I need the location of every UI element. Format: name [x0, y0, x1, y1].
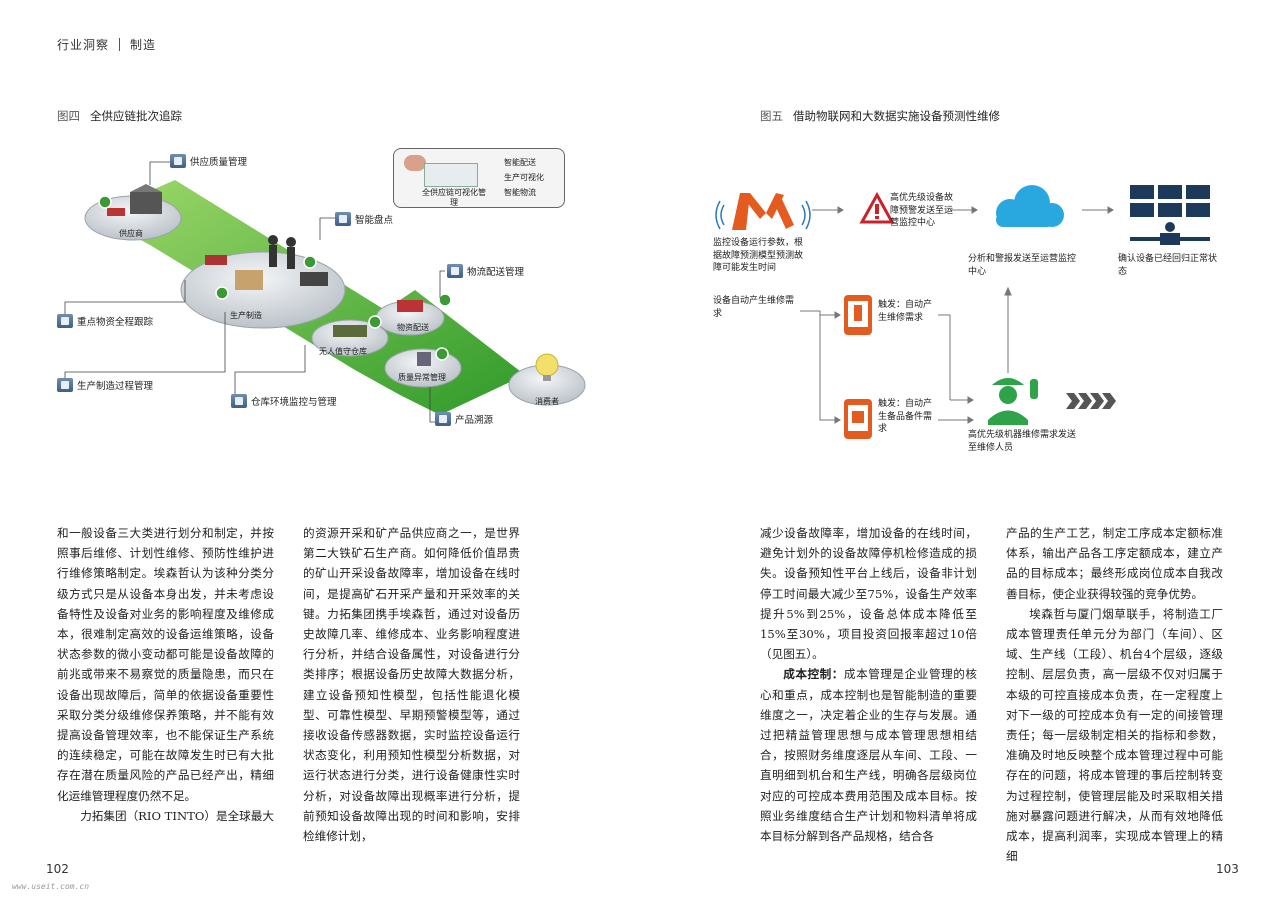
text-column-3: 减少设备故障率，增加设备的在线时间，避免计划外的设备故障停机检修造成的损失。设备…	[760, 523, 977, 846]
legend-item-3: 智能物流	[504, 188, 536, 197]
label-warehouse-env: 仓库环境监控与管理	[231, 394, 337, 408]
paragraph: 产品的生产工艺，制定工序成本定额标准体系，输出产品各工序定额成本，建立产品的目标…	[1006, 526, 1223, 601]
label-process-mgmt: 生产制造过程管理	[57, 378, 153, 392]
check-badge-icon	[98, 195, 112, 209]
monitoring-center-icon	[1130, 185, 1210, 245]
figure4-caption: 全供应链批次追踪	[90, 109, 182, 123]
page-header: 行业洞察 制造	[57, 36, 156, 53]
page-number-right: 103	[1216, 862, 1239, 876]
figure5-diagram: 监控设备运行参数，根据故障预测模型预测故障可能发生时间 设备自动产生维修需求 高…	[710, 175, 1230, 465]
supply-chain-illustration	[64, 161, 586, 423]
page-number-left: 102	[46, 862, 69, 876]
paragraph: 减少设备故障率，增加设备的在线时间，避免计划外的设备故障停机检修造成的损失。设备…	[760, 526, 977, 662]
text-analysis-sent: 分析和警报发送至运营监控中心	[968, 254, 1077, 277]
header-divider	[119, 38, 121, 51]
legend-caption: 全供应链可视化管理	[422, 188, 486, 207]
paragraph: 埃森哲与厦门烟草联手，将制造工厂成本管理责任单元分为部门（车间）、区域、生产线（…	[1006, 606, 1223, 864]
feed-icon	[170, 154, 186, 168]
header-category: 制造	[130, 38, 157, 52]
text-priority-alert: 高优先级设备故障预警发送至运营监控中心	[890, 193, 954, 228]
text-column-1: 和一般设备三大类进行划分和制定，并按照事后维修、计划性维修、预防性维护进行维修策…	[57, 523, 274, 826]
wireless-icon	[715, 200, 811, 230]
paragraph: 的资源开采和矿产品供应商之一，是世界第二大铁矿石生产商。如何降低价值昂贵的矿山开…	[303, 526, 520, 844]
warehouse-disk	[311, 319, 389, 357]
label-quality-exception: 质量异常管理	[398, 373, 446, 382]
label-consumer: 消费者	[535, 397, 559, 406]
maintenance-worker-icon	[988, 378, 1038, 425]
watermark: www.useit.com.cn	[12, 882, 90, 891]
feed-icon	[447, 264, 463, 278]
feed-icon	[57, 378, 73, 392]
light-bulb-icon	[535, 353, 559, 377]
label-delivery: 物资配送	[397, 323, 429, 332]
factory-building	[130, 192, 162, 214]
dashboard-icon	[424, 163, 478, 187]
tablet-spare-parts-icon	[844, 399, 872, 439]
text-confirm-normal: 确认设备已经回归正常状态	[1118, 254, 1218, 277]
feed-icon	[231, 394, 247, 408]
brain-icon	[404, 155, 426, 171]
figure5-caption: 借助物联网和大数据实施设备预测性维修	[793, 109, 1000, 123]
label-production: 生产制造	[230, 311, 262, 320]
label-smart-inventory: 智能盘点	[335, 212, 393, 226]
tablet-repair-icon	[844, 295, 872, 335]
label-key-material: 重点物资全程跟踪	[57, 314, 153, 328]
label-logistics-mgmt: 物流配送管理	[447, 264, 524, 278]
label-unmanned-warehouse: 无人值守仓库	[319, 347, 367, 356]
legend-item-1: 智能配送	[504, 158, 536, 167]
legend-box: 全供应链可视化管理 智能配送 生产可视化 智能物流	[393, 148, 565, 208]
feed-icon	[57, 314, 73, 328]
figure4-title: 图四全供应链批次追踪	[57, 108, 182, 124]
figure4-number: 图四	[57, 109, 80, 123]
container	[333, 325, 367, 337]
paragraph: 和一般设备三大类进行划分和制定，并按照事后维修、计划性维修、预防性维护进行维修策…	[57, 526, 274, 803]
text-column-2: 的资源开采和矿产品供应商之一，是世界第二大铁矿石生产商。如何降低价值昂贵的矿山开…	[303, 523, 520, 846]
feed-icon	[435, 412, 451, 426]
paragraph: 力拓集团（RIO TINTO）是全球最大	[80, 808, 274, 823]
chevron-arrows-icon	[1066, 393, 1116, 409]
text-trigger-spare-parts: 触发：自动产生备品备件需求	[878, 399, 933, 434]
text-trigger-repair: 触发：自动产生维修需求	[878, 300, 933, 323]
supplier-truck	[107, 208, 125, 216]
figure4-diagram: 全供应链可视化管理 智能配送 生产可视化 智能物流 供应质量管理 供应商 智能盘…	[55, 140, 615, 440]
robot-arm-icon	[732, 193, 794, 230]
maintenance-flow-illustration	[715, 185, 1210, 439]
header-section: 行业洞察	[57, 38, 110, 52]
delivery-truck	[397, 300, 423, 312]
text-monitor-params: 监控设备运行参数，根据故障预测模型预测故障可能发生时间	[713, 238, 804, 273]
label-supplier: 供应商	[119, 229, 143, 238]
legend-item-2: 生产可视化	[504, 173, 544, 182]
boxes	[235, 270, 263, 290]
bold-lead: 成本控制：	[783, 667, 844, 682]
text-auto-demand: 设备自动产生维修需求	[713, 296, 795, 319]
figure5-title: 图五借助物联网和大数据实施设备预测性维修	[760, 108, 1000, 124]
feed-icon	[335, 212, 351, 226]
label-supply-quality: 供应质量管理	[170, 154, 247, 168]
text-send-repair: 高优先级机器维修需求发送至维修人员	[968, 430, 1077, 453]
paragraph: 成本控制：成本管理是企业管理的核心和重点，成本控制也是智能制造的重要维度之一，决…	[760, 667, 977, 844]
label-traceability: 产品溯源	[435, 412, 493, 426]
text-column-4: 产品的生产工艺，制定工序成本定额标准体系，输出产品各工序定额成本，建立产品的目标…	[1006, 523, 1223, 866]
figure5-number: 图五	[760, 109, 783, 123]
cloud-icon	[996, 185, 1064, 227]
